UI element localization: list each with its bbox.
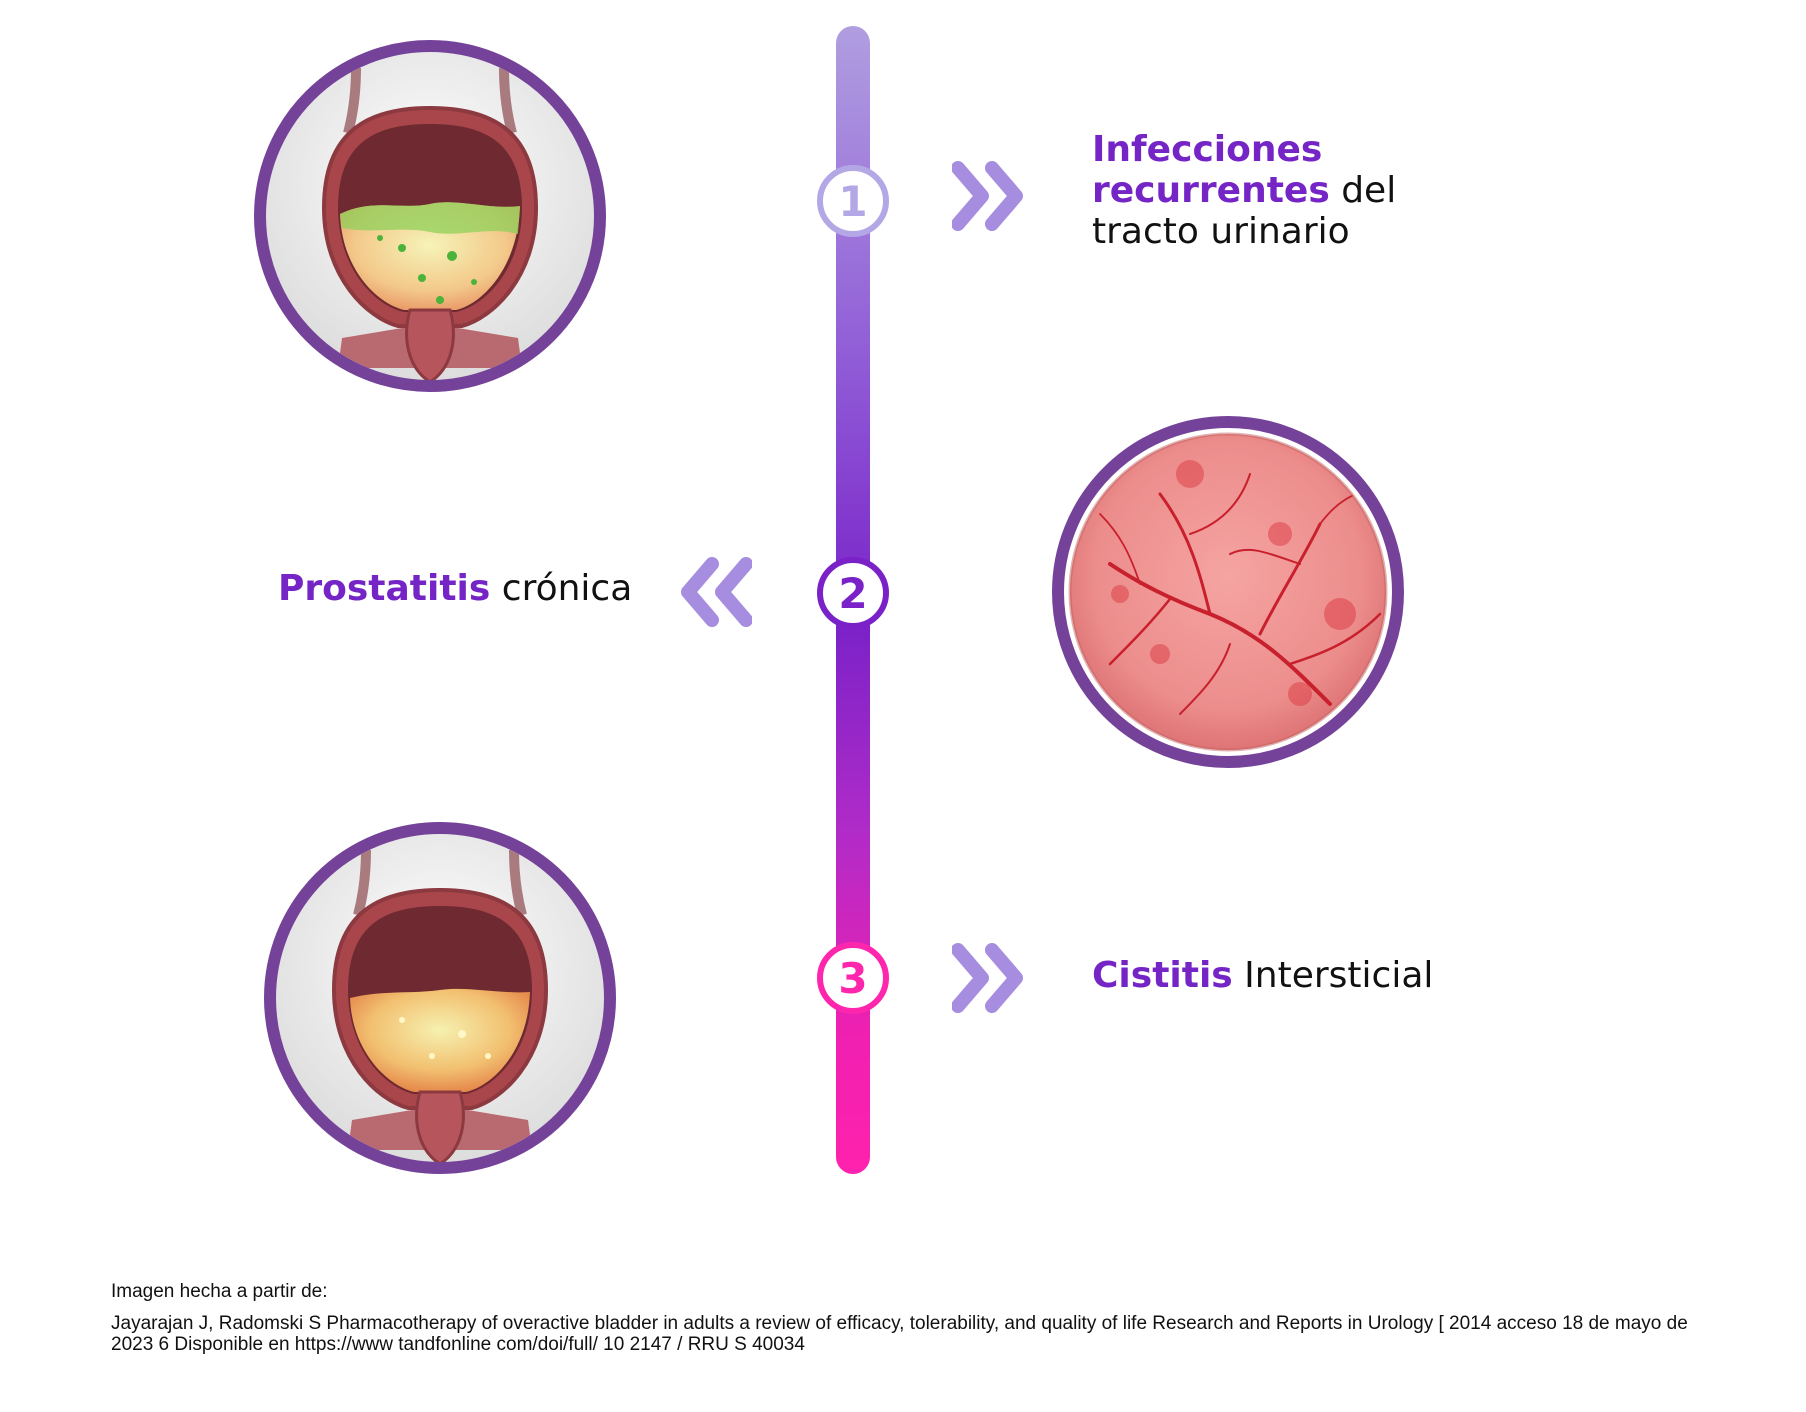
bladder-wall-vessels-illustration: [1052, 416, 1404, 768]
step-2-highlight: Prostatitis: [278, 568, 491, 609]
chevron-right-icon: [952, 161, 1023, 231]
step-2-label: Prostatitis crónica: [278, 568, 632, 609]
step-3-number: 3: [838, 953, 868, 1003]
step-1-label: Infecciones recurrentes del tracto urina…: [1092, 129, 1472, 252]
step-2-badge: 2: [817, 557, 889, 629]
step-2-number: 2: [838, 568, 868, 618]
step-1-badge: 1: [817, 165, 889, 237]
step-1-rest: del tracto urinario: [1092, 170, 1397, 252]
chevron-right-icon: [952, 943, 1023, 1013]
step-3-label: Cistitis Intersticial: [1092, 955, 1433, 996]
step-3-highlight: Cistitis: [1092, 955, 1233, 996]
step-2-rest: crónica: [490, 568, 633, 609]
step-1-number: 1: [838, 176, 868, 226]
footnote-reference: Jayarajan J, Radomski S Pharmacotherapy …: [111, 1313, 1688, 1355]
step-3-badge: 3: [817, 942, 889, 1014]
step-3-rest: Intersticial: [1232, 955, 1434, 996]
bladder-inflamed-illustration: [264, 822, 616, 1174]
chevron-left-icon: [681, 557, 752, 627]
bladder-infection-illustration: [254, 40, 606, 392]
step-1-highlight: Infecciones recurrentes: [1092, 129, 1330, 211]
footnote-intro: Imagen hecha a partir de:: [111, 1281, 328, 1302]
